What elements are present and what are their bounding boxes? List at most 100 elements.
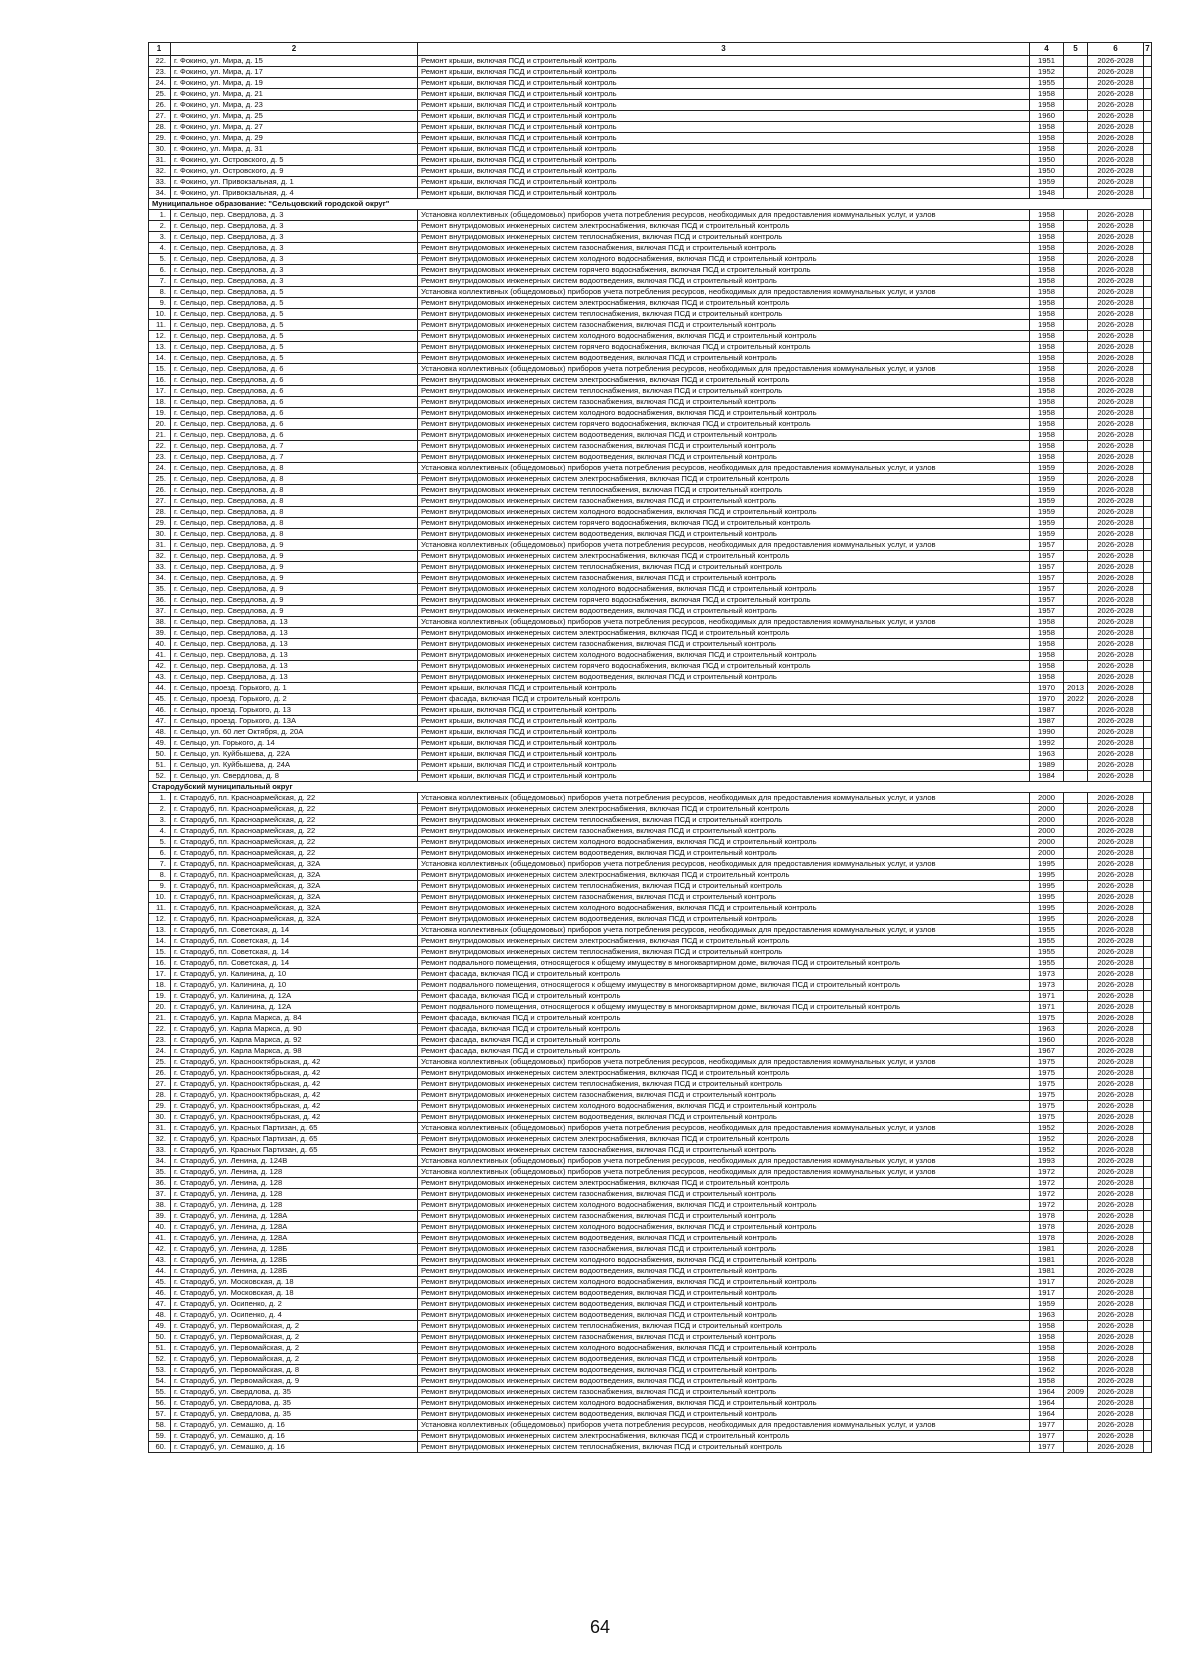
row-number: 51. — [148, 759, 171, 771]
build-year-cell: 1952 — [1029, 66, 1064, 78]
work-type-cell: Ремонт внутридомовых инженерных систем в… — [417, 1287, 1030, 1299]
table-row: 7.г. Стародуб, пл. Красноармейская, д. 3… — [148, 858, 1152, 870]
row-number: 29. — [148, 1100, 171, 1112]
build-year-cell: 1958 — [1029, 429, 1064, 441]
address-cell: г. Фокино, ул. Островского, д. 9 — [170, 165, 418, 177]
address-cell: г. Стародуб, пл. Советская, д. 14 — [170, 924, 418, 936]
note-cell — [1143, 1199, 1152, 1211]
note-cell — [1143, 1001, 1152, 1013]
build-year-cell: 1958 — [1029, 440, 1064, 452]
note-cell — [1143, 561, 1152, 573]
work-type-cell: Ремонт внутридомовых инженерных систем х… — [417, 407, 1030, 419]
work-type-cell: Ремонт крыши, включая ПСД и строительный… — [417, 154, 1030, 166]
row-number: 40. — [148, 638, 171, 650]
row-number: 24. — [148, 77, 171, 89]
work-type-cell: Ремонт внутридомовых инженерных систем э… — [417, 473, 1030, 485]
row-number: 56. — [148, 1397, 171, 1409]
row-number: 15. — [148, 946, 171, 958]
build-year-cell: 1960 — [1029, 1034, 1064, 1046]
note-cell — [1143, 132, 1152, 144]
last-repair-year-cell — [1063, 1232, 1088, 1244]
address-cell: г. Стародуб, ул. Первомайская, д. 2 — [170, 1353, 418, 1365]
row-number: 44. — [148, 1265, 171, 1277]
note-cell — [1143, 627, 1152, 639]
work-type-cell: Ремонт внутридомовых инженерных систем х… — [417, 1342, 1030, 1354]
row-number: 10. — [148, 308, 171, 320]
row-number: 19. — [148, 990, 171, 1002]
build-year-cell: 1958 — [1029, 275, 1064, 287]
build-year-cell: 1995 — [1029, 880, 1064, 892]
work-type-cell: Ремонт внутридомовых инженерных систем т… — [417, 1078, 1030, 1090]
planned-period-cell: 2026-2028 — [1087, 1342, 1144, 1354]
last-repair-year-cell — [1063, 396, 1088, 408]
address-cell: г. Сельцо, пер. Свердлова, д. 8 — [170, 517, 418, 529]
last-repair-year-cell — [1063, 1089, 1088, 1101]
work-type-cell: Ремонт внутридомовых инженерных систем г… — [417, 396, 1030, 408]
address-cell: г. Стародуб, ул. Краснооктябрьская, д. 4… — [170, 1089, 418, 1101]
row-number: 10. — [148, 891, 171, 903]
address-cell: г. Стародуб, ул. Краснооктябрьская, д. 4… — [170, 1078, 418, 1090]
row-number: 50. — [148, 1331, 171, 1343]
note-cell — [1143, 935, 1152, 947]
build-year-cell: 1958 — [1029, 297, 1064, 309]
address-cell: г. Стародуб, ул. Московская, д. 18 — [170, 1287, 418, 1299]
planned-period-cell: 2026-2028 — [1087, 1012, 1144, 1024]
build-year-cell: 1959 — [1029, 528, 1064, 540]
table-row: 8.г. Стародуб, пл. Красноармейская, д. 3… — [148, 869, 1152, 881]
build-year-cell: 1958 — [1029, 286, 1064, 298]
planned-period-cell: 2026-2028 — [1087, 99, 1144, 111]
row-number: 29. — [148, 132, 171, 144]
table-row: 4.г. Стародуб, пл. Красноармейская, д. 2… — [148, 825, 1152, 837]
build-year-cell: 1972 — [1029, 1199, 1064, 1211]
last-repair-year-cell — [1063, 913, 1088, 925]
note-cell — [1143, 979, 1152, 991]
last-repair-year-cell: 2009 — [1063, 1386, 1088, 1398]
last-repair-year-cell — [1063, 1111, 1088, 1123]
row-number: 6. — [148, 847, 171, 859]
last-repair-year-cell — [1063, 803, 1088, 815]
build-year-cell: 1995 — [1029, 902, 1064, 914]
build-year-cell: 1971 — [1029, 1001, 1064, 1013]
work-type-cell: Установка коллективных (общедомовых) при… — [417, 1166, 1030, 1178]
section-title: Стародубский муниципальный округ — [148, 781, 1152, 793]
address-cell: г. Сельцо, проезд. Горького, д. 13 — [170, 704, 418, 716]
note-cell — [1143, 913, 1152, 925]
build-year-cell: 1978 — [1029, 1232, 1064, 1244]
last-repair-year-cell — [1063, 869, 1088, 881]
planned-period-cell: 2026-2028 — [1087, 308, 1144, 320]
last-repair-year-cell — [1063, 968, 1088, 980]
note-cell — [1143, 814, 1152, 826]
note-cell — [1143, 1221, 1152, 1233]
build-year-cell: 1962 — [1029, 1364, 1064, 1376]
last-repair-year-cell — [1063, 1188, 1088, 1200]
row-number: 37. — [148, 605, 171, 617]
note-cell — [1143, 1419, 1152, 1431]
work-type-cell: Ремонт крыши, включая ПСД и строительный… — [417, 165, 1030, 177]
build-year-cell: 1958 — [1029, 341, 1064, 353]
address-cell: г. Сельцо, пер. Свердлова, д. 9 — [170, 539, 418, 551]
note-cell — [1143, 330, 1152, 342]
last-repair-year-cell — [1063, 858, 1088, 870]
build-year-cell: 1995 — [1029, 869, 1064, 881]
build-year-cell: 1958 — [1029, 1331, 1064, 1343]
build-year-cell: 1959 — [1029, 1298, 1064, 1310]
work-type-cell: Ремонт фасада, включая ПСД и строительны… — [417, 1034, 1030, 1046]
row-number: 11. — [148, 319, 171, 331]
note-cell — [1143, 1111, 1152, 1123]
